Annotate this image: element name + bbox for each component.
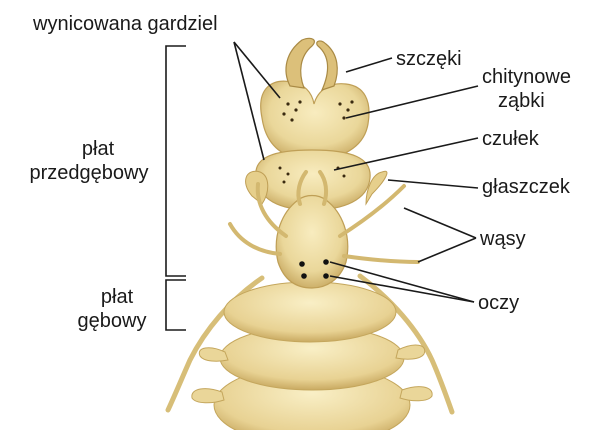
label-przedgebowy-line2: przedgębowy bbox=[20, 162, 158, 184]
leader-szczeki bbox=[346, 58, 392, 72]
jaw-left bbox=[286, 38, 314, 88]
label-zabki-line2: ząbki bbox=[498, 90, 545, 112]
bracket-przedgebowy bbox=[166, 46, 186, 276]
prostomium bbox=[276, 196, 348, 289]
label-gardziel: wynicowana gardziel bbox=[33, 13, 218, 35]
label-gebowy-line2: gębowy bbox=[64, 310, 160, 332]
body-segment-1 bbox=[224, 282, 396, 342]
parapodium-right-1 bbox=[396, 345, 425, 359]
parapodium-right-2 bbox=[400, 387, 432, 401]
leader-wasy-lower bbox=[418, 238, 476, 262]
label-szczeki: szczęki bbox=[396, 48, 462, 70]
cirrus-left-2 bbox=[230, 224, 280, 254]
label-czulek: czułek bbox=[482, 128, 539, 150]
label-przedgebowy-line1: płat bbox=[48, 138, 148, 160]
label-oczy: oczy bbox=[478, 292, 519, 314]
pharynx-upper bbox=[261, 81, 369, 160]
label-wasy: wąsy bbox=[480, 228, 526, 250]
label-glaszczek: głaszczek bbox=[482, 176, 570, 198]
leader-wasy-upper bbox=[404, 208, 476, 238]
bracket-gebowy bbox=[166, 280, 186, 330]
parapodium-left-2 bbox=[192, 389, 224, 403]
cirrus-right-2 bbox=[344, 256, 418, 262]
label-gebowy-line1: płat bbox=[74, 286, 160, 308]
jaw-right bbox=[317, 41, 338, 90]
label-zabki-line1: chitynowe bbox=[482, 66, 571, 88]
